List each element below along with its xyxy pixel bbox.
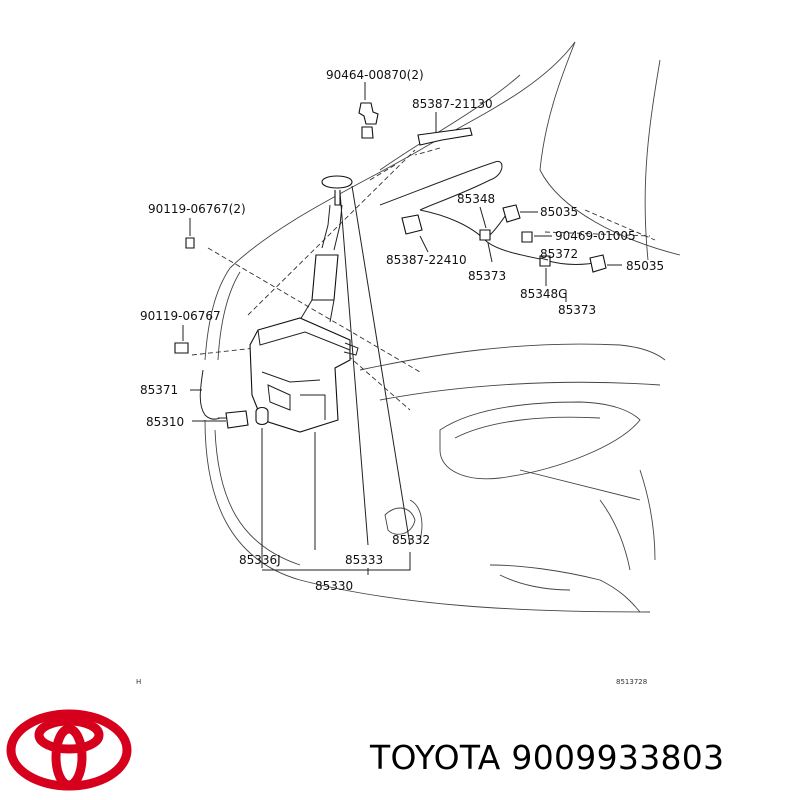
figure-code: 8513728 <box>616 678 647 686</box>
label-90119-06767-2: 90119-06767(2) <box>148 202 246 216</box>
label-85310: 85310 <box>146 415 184 429</box>
part-labels: 90464-00870(2) 85387-21130 90119-06767(2… <box>136 68 664 686</box>
toyota-logo-icon <box>6 709 132 791</box>
washer-hose <box>199 160 601 420</box>
corner-mark: H <box>136 678 141 686</box>
label-85348G: 85348G <box>520 287 567 301</box>
brand-part-number: TOYOTA 9009933803 <box>370 738 725 777</box>
label-90119-06767: 90119-06767 <box>140 309 221 323</box>
label-85373-lower: 85373 <box>558 303 596 317</box>
label-85336J: 85336J <box>239 553 281 567</box>
vehicle-body-outline <box>204 41 681 613</box>
reference-lines <box>191 147 656 411</box>
label-85387-21130: 85387-21130 <box>412 97 493 111</box>
label-85330: 85330 <box>315 579 353 593</box>
label-85333: 85333 <box>345 553 383 567</box>
label-90469-01005: 90469-01005 <box>555 229 636 243</box>
label-85035-lower: 85035 <box>626 259 664 273</box>
label-85372: 85372 <box>540 247 578 261</box>
label-85387-22410: 85387-22410 <box>386 253 467 267</box>
label-85332: 85332 <box>392 533 430 547</box>
label-90464-00870: 90464-00870(2) <box>326 68 424 82</box>
label-85348: 85348 <box>457 192 495 206</box>
washer-reservoir <box>218 175 359 433</box>
label-85371: 85371 <box>140 383 178 397</box>
fasteners <box>174 102 607 354</box>
label-85035-upper: 85035 <box>540 205 578 219</box>
label-85373-upper: 85373 <box>468 269 506 283</box>
leader-lines <box>182 82 622 575</box>
